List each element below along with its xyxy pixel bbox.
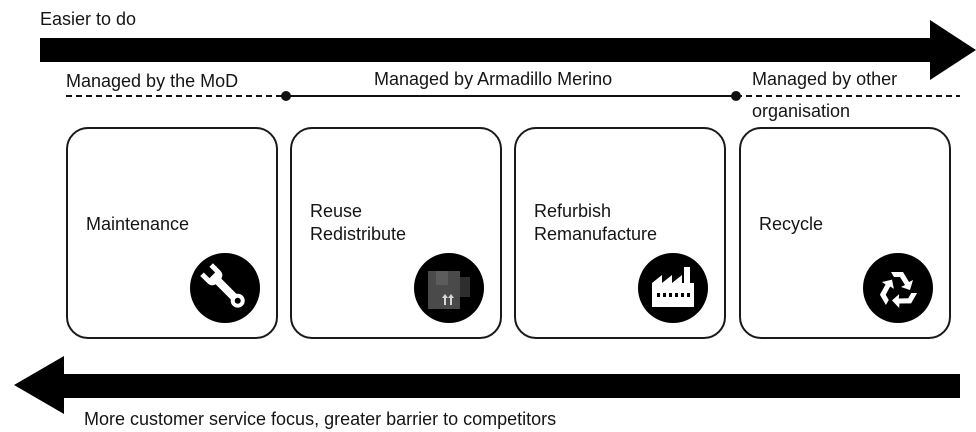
top-arrow: [40, 20, 976, 80]
managed-by-armadillo-label: Managed by Armadillo Merino: [374, 69, 613, 89]
managed-by-other-label-line2: organisation: [752, 101, 851, 121]
managed-by-mod-label: Managed by the MoD: [66, 71, 239, 91]
card-maintenance: Maintenance: [66, 127, 278, 339]
bottom-arrow-label: More customer service focus, greater bar…: [84, 409, 557, 429]
card-label: Reuse Redistribute: [310, 200, 406, 246]
card-label: Refurbish Remanufacture: [534, 200, 657, 246]
boundary-dot-left: [281, 91, 291, 101]
card-label-line: Reuse: [310, 201, 363, 221]
factory-icon: [638, 253, 708, 323]
card-refurbish: Refurbish Remanufacture: [514, 127, 726, 339]
boundary-dot-right: [731, 91, 741, 101]
card-label: Recycle: [759, 213, 823, 236]
bottom-arrow: [14, 356, 960, 414]
management-line: [66, 91, 960, 101]
card-label-line: Refurbish: [534, 201, 612, 221]
box-icon: [414, 253, 484, 323]
managed-by-other-label: Managed by other: [752, 69, 898, 89]
card-label-line: Maintenance: [86, 214, 190, 234]
card-recycle: Recycle: [739, 127, 951, 339]
card-reuse: Reuse Redistribute: [290, 127, 502, 339]
wrench-icon: [190, 253, 260, 323]
card-label-line: Recycle: [759, 214, 824, 234]
recycle-icon: [863, 253, 933, 323]
card-label: Maintenance: [86, 213, 189, 236]
card-label-line: Redistribute: [310, 224, 407, 244]
card-label-line: Remanufacture: [534, 224, 658, 244]
top-arrow-label: Easier to do: [40, 9, 137, 29]
